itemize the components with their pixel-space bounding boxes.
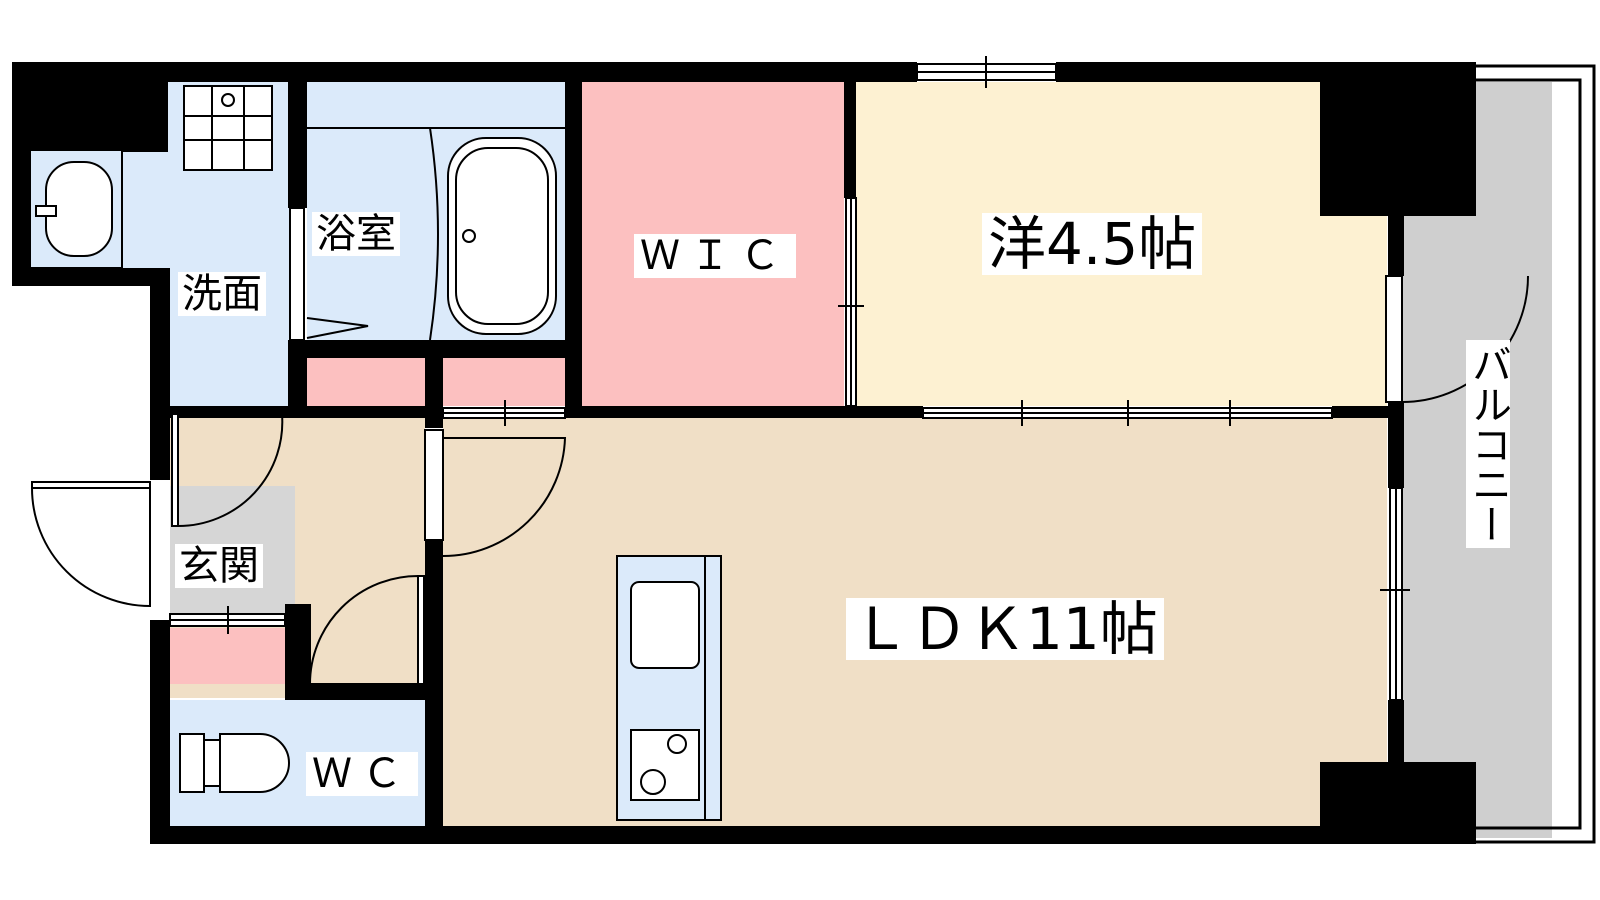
storage-closet-2 bbox=[443, 358, 565, 406]
western-room-label: 洋4.5帖 bbox=[982, 213, 1203, 275]
shoe-storage bbox=[170, 628, 285, 684]
fixtures bbox=[29, 85, 722, 821]
washroom-label: 洗面 bbox=[178, 272, 266, 316]
doors bbox=[31, 275, 1529, 685]
windows bbox=[169, 56, 1410, 701]
toilet-label: ＷＣ bbox=[306, 752, 418, 796]
balcony-label: バルコニー bbox=[1465, 340, 1511, 548]
washroom-notch bbox=[28, 272, 168, 406]
balcony-railing bbox=[1476, 64, 1596, 844]
ldk-label: ＬＤＫ11帖 bbox=[846, 598, 1164, 660]
bathroom-label: 浴室 bbox=[312, 212, 400, 256]
entrance-label: 玄関 bbox=[175, 544, 263, 588]
wic-label: ＷＩＣ bbox=[634, 234, 796, 278]
storage-closet-1 bbox=[307, 358, 425, 406]
walls bbox=[12, 62, 1476, 844]
